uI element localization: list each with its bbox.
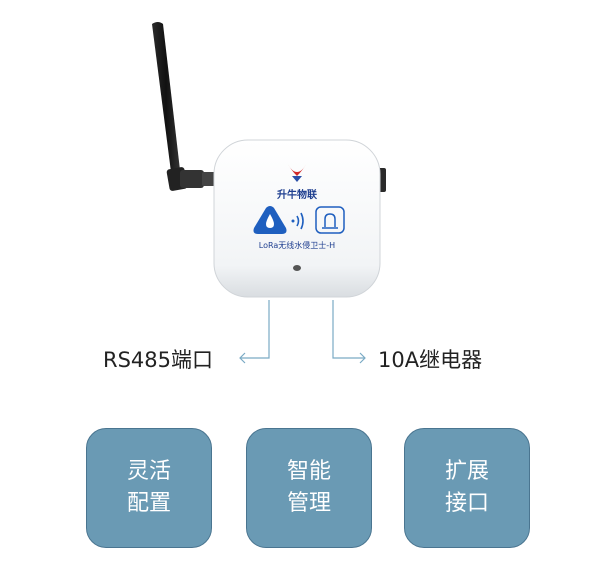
feature-smart-management: 智能 管理	[246, 428, 372, 548]
device-model: LoRa无线水侵卫士-H	[259, 240, 335, 250]
feature-extension-interface: 扩展 接口	[404, 428, 530, 548]
indicator-led	[293, 265, 301, 271]
wireless-icon	[291, 212, 304, 230]
callout-lines	[239, 300, 366, 364]
rs485-port-label: RS485端口	[103, 348, 214, 372]
feature-line: 接口	[444, 491, 489, 516]
device-body	[213, 139, 381, 298]
feature-line: 配置	[126, 491, 171, 516]
relay-label: 10A继电器	[378, 348, 483, 372]
antenna	[152, 22, 218, 191]
feature-line: 扩展	[444, 459, 489, 484]
feature-line: 灵活	[126, 459, 171, 484]
water-alert-icon	[253, 206, 287, 234]
feature-line: 智能	[286, 459, 331, 484]
device-brand: 升牛物联	[277, 188, 317, 201]
feature-flexible-config: 灵活 配置	[86, 428, 212, 548]
device-illustration: 升牛物联 LoRa无线水侵卫士-H	[152, 22, 386, 364]
alarm-icon	[315, 206, 345, 234]
feature-line: 管理	[286, 491, 331, 516]
brand-logo-icon	[288, 164, 306, 182]
